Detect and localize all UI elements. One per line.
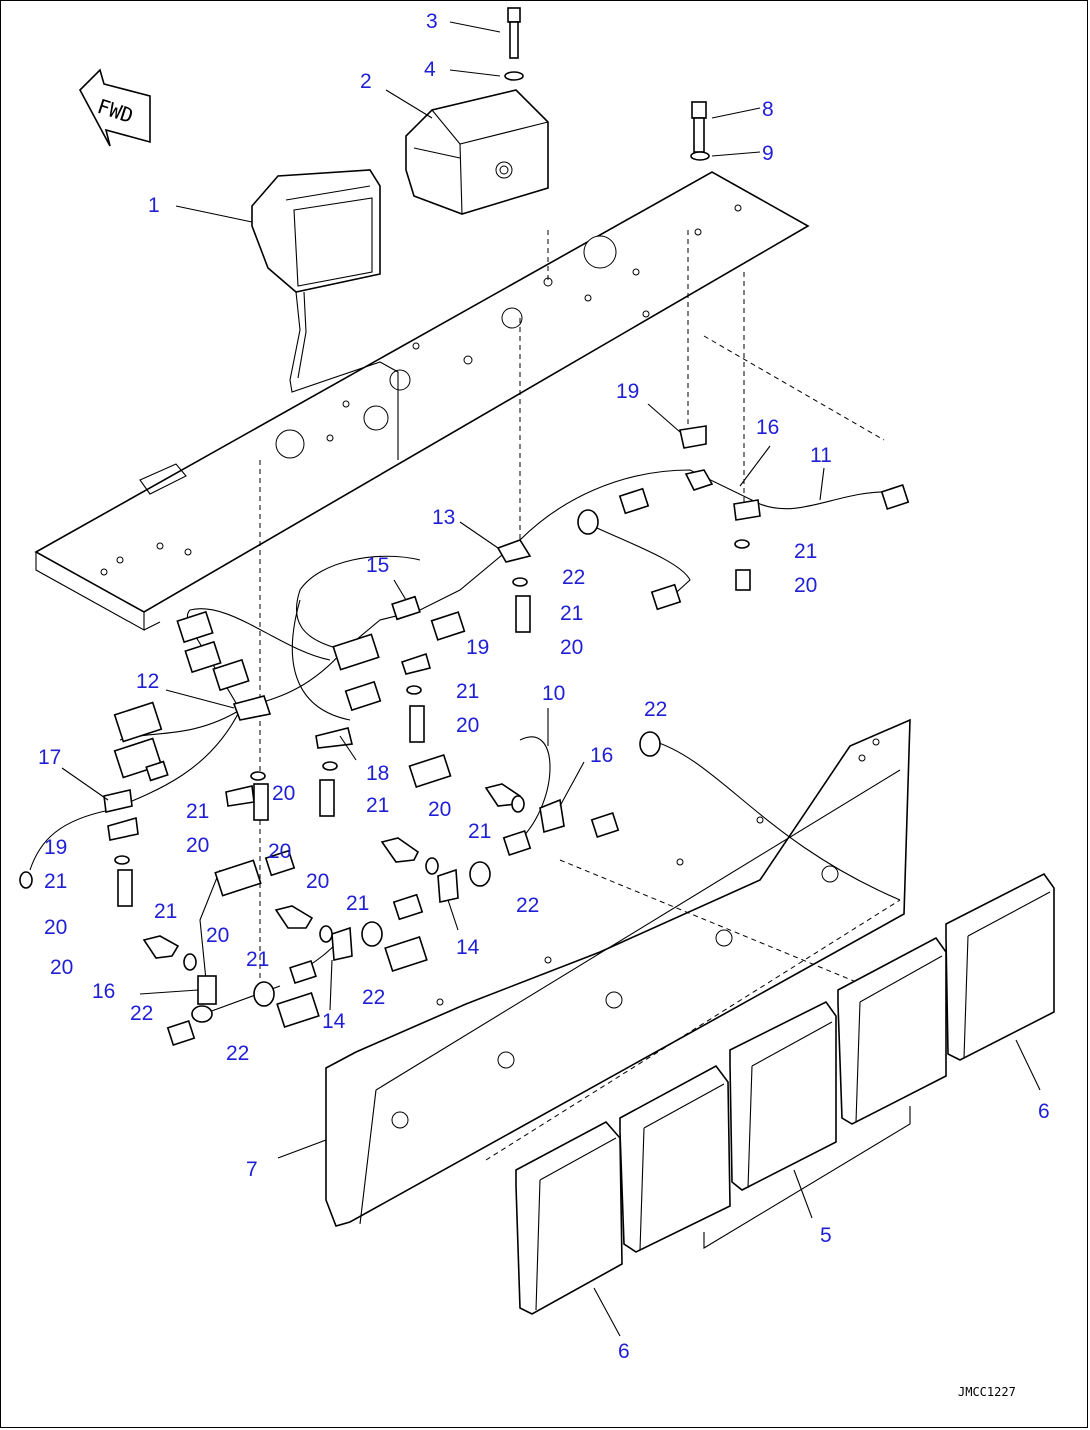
callout-6-right: 6 [1038, 1100, 1050, 1123]
wiring-harness [29, 469, 901, 1017]
callout-14-a: 14 [456, 936, 480, 959]
callout-9: 9 [762, 142, 774, 165]
control-box-2 [405, 89, 549, 215]
callout-21-a: 21 [794, 540, 817, 563]
fwd-label: FWD [94, 94, 136, 128]
callout-16-b: 16 [590, 744, 613, 767]
callout-22-a: 22 [562, 566, 585, 589]
callout-19-b: 19 [466, 636, 489, 659]
callout-20-i: 20 [206, 924, 229, 947]
callout-20-f: 20 [268, 840, 291, 863]
callout-labels: 3 4 2 1 8 9 19 16 11 13 21 20 15 22 21 2… [38, 10, 1050, 1363]
bolt-3 [504, 7, 524, 81]
connectors [113, 484, 910, 1046]
callout-13: 13 [432, 506, 455, 529]
callout-18: 18 [366, 762, 389, 785]
callout-6-left: 6 [618, 1340, 630, 1363]
callout-10: 10 [542, 682, 565, 705]
callout-21-d: 21 [186, 800, 209, 823]
rear-lamp-5-b [729, 1000, 837, 1191]
bolts-and-washers [19, 539, 751, 971]
lower-frame-7 [325, 718, 911, 1227]
drawing-code: JMCC1227 [958, 1385, 1016, 1399]
callout-11: 11 [810, 444, 832, 467]
callout-21-h: 21 [346, 892, 369, 915]
rear-lamp-6-left [515, 1120, 623, 1315]
callout-7: 7 [246, 1158, 258, 1181]
callout-8: 8 [762, 98, 774, 121]
callout-20-e: 20 [186, 834, 209, 857]
callout-20-h: 20 [44, 916, 67, 939]
clips-and-brackets [103, 425, 761, 1005]
callout-19-c: 20 [272, 782, 295, 805]
rear-lamp-5-a [619, 1064, 731, 1253]
callout-22-d: 22 [362, 986, 385, 1009]
callout-22-f: 22 [226, 1042, 249, 1065]
callout-1: 1 [148, 194, 160, 217]
callout-20-j: 20 [50, 956, 73, 979]
callout-22-b: 22 [644, 698, 667, 721]
callout-21-e: 21 [366, 794, 389, 817]
upper-mounting-plate [34, 171, 885, 1000]
work-lamp-1 [251, 169, 399, 460]
grommets [191, 509, 661, 1023]
callout-19-a: 19 [616, 380, 639, 403]
callout-12: 12 [136, 670, 159, 693]
callout-20-d: 20 [428, 798, 451, 821]
callout-4: 4 [424, 58, 436, 81]
callout-21-c: 21 [456, 680, 479, 703]
bolt-8 [690, 101, 710, 161]
callout-20-g: 20 [306, 870, 329, 893]
callout-20-a: 20 [794, 574, 817, 597]
rear-lamp-5-c [837, 936, 947, 1125]
rear-lamp-6-right [945, 872, 1055, 1061]
callout-21-g: 21 [44, 870, 67, 893]
callout-20-c: 20 [456, 714, 479, 737]
callout-16-a: 16 [756, 416, 779, 439]
callout-16-c: 16 [92, 980, 115, 1003]
leader-lines [61, 21, 1041, 1337]
callout-21-i: 21 [154, 900, 177, 923]
callout-3: 3 [426, 10, 438, 33]
callout-22-c: 22 [516, 894, 539, 917]
callout-2: 2 [360, 70, 372, 93]
callout-17: 17 [38, 746, 61, 769]
callout-21-b: 21 [560, 602, 583, 625]
callout-21-f: 21 [468, 820, 491, 843]
fwd-direction-arrow: FWD [79, 68, 151, 147]
callout-19-d: 19 [44, 836, 67, 859]
callout-22-e: 22 [130, 1002, 153, 1025]
callout-15: 15 [366, 554, 389, 577]
callout-20-b: 20 [560, 636, 583, 659]
callout-14-b: 14 [322, 1010, 346, 1033]
callout-21-j: 21 [246, 948, 269, 971]
callout-5: 5 [820, 1224, 832, 1247]
bracket-5 [703, 1106, 911, 1249]
